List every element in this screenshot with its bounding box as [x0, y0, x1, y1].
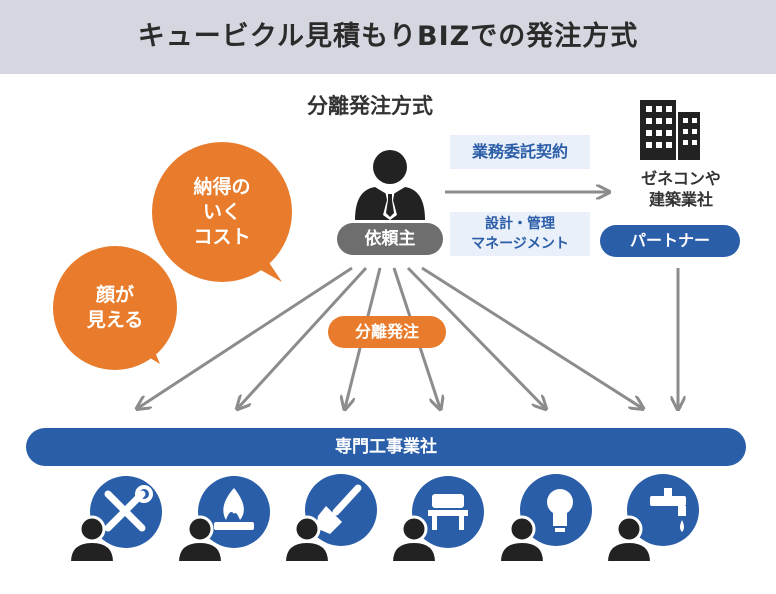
arrow-to-contractor-1 [138, 266, 353, 408]
building-icon [640, 100, 700, 160]
client-person-icon [355, 150, 425, 220]
partner-name: ゼネコンや 建築業社 [641, 169, 721, 209]
contractors-bar-shape [26, 428, 746, 466]
worker-icon-5 [498, 515, 546, 563]
contractors-bar-label: 専門工事業社 [335, 437, 437, 457]
page-title: キュービクル見積もりBIZでの発注方式 [137, 21, 639, 52]
worker-icon-4 [390, 515, 438, 563]
paint-brush-icon [305, 474, 377, 546]
tools-icon [90, 476, 162, 548]
worker-icon-3 [283, 515, 331, 563]
worker-icon-2 [176, 515, 224, 563]
gas-flame-icon [198, 476, 270, 548]
bubble-cost-text: 納得の いく コスト [193, 176, 251, 248]
management-label: 設計・管理 マネージメント [450, 212, 590, 256]
faucet-icon [627, 474, 699, 546]
worker-icon-1 [68, 515, 116, 563]
partner-badge: パートナー [600, 225, 740, 257]
furniture-icon [412, 476, 484, 548]
arrow-to-contractor-5 [406, 266, 545, 408]
arrow-to-contractor-2 [238, 266, 368, 408]
client-label: 依頼主 [337, 223, 443, 255]
separate-order-label: 分離発注 [328, 316, 446, 348]
worker-icon-6 [605, 515, 653, 563]
light-bulb-icon [520, 474, 592, 546]
bubble-cost-shape [152, 142, 292, 282]
arrow-to-contractor-6 [421, 266, 642, 408]
contract-label: 業務委託契約 [450, 135, 590, 169]
header-bar [0, 0, 776, 74]
bubble-face-text: 顔が 見える [86, 284, 144, 331]
bubble-face-shape [53, 246, 177, 370]
section-title: 分離発注方式 [307, 94, 433, 118]
